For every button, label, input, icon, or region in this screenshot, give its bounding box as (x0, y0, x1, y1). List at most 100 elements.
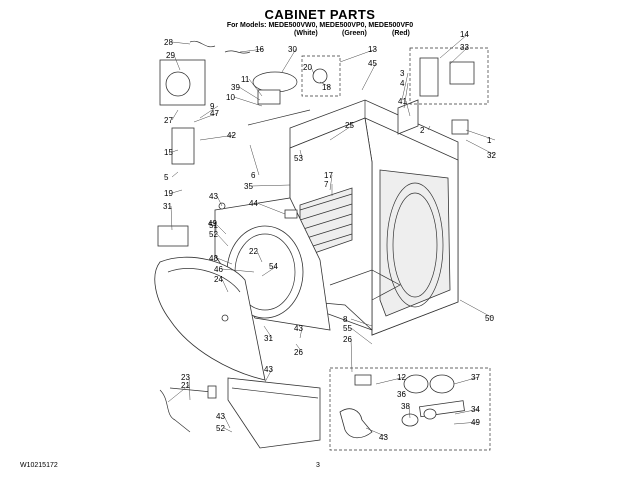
callout-leader-42 (199, 134, 236, 141)
callout-44: 44 (249, 199, 258, 208)
callout-20: 20 (303, 63, 312, 72)
callout-24: 24 (214, 275, 223, 284)
callout-6: 6 (251, 171, 256, 180)
callout-52: 52 (216, 424, 225, 433)
callout-leader-26 (350, 338, 353, 373)
callout-55: 55 (343, 324, 352, 333)
callout-9: 9 (210, 102, 215, 111)
callout-32: 32 (487, 151, 496, 160)
callout-13: 13 (368, 45, 377, 54)
callout-17: 17 (324, 171, 333, 180)
callout-7: 7 (324, 180, 329, 189)
callout-leader-31 (263, 325, 273, 339)
callout-leader-50 (459, 299, 494, 319)
callout-28: 28 (164, 38, 173, 47)
callout-leader-26 (295, 343, 303, 353)
callout-leader-1 (465, 129, 496, 141)
callout-53: 53 (294, 154, 303, 163)
model-list: For Models: MEDE500VW0, MEDE500VP0, MEDE… (226, 22, 414, 29)
callout-leader-47 (193, 112, 219, 123)
callout-19: 19 (164, 189, 173, 198)
callout-leader-11 (248, 78, 263, 97)
document-number: W10215172 (20, 462, 58, 469)
top-components (157, 40, 489, 322)
callout-leader-36 (401, 391, 406, 395)
callout-8: 8 (343, 315, 348, 324)
callout-leader-44 (256, 202, 286, 215)
color-green: (Green) (342, 30, 367, 37)
callout-41: 41 (398, 97, 407, 106)
callout-37: 37 (471, 373, 480, 382)
callout-3: 3 (400, 69, 405, 78)
callout-2: 2 (420, 126, 425, 135)
callout-leader-28 (171, 41, 191, 45)
callout-leader-30 (281, 48, 297, 73)
callout-leader-53 (299, 149, 303, 159)
callout-38: 38 (401, 402, 410, 411)
callout-36: 36 (397, 390, 406, 399)
callout-leader-48 (216, 257, 233, 265)
callout-4: 4 (400, 79, 405, 88)
callout-42: 42 (227, 131, 236, 140)
page-title: CABINET PARTS (264, 7, 376, 22)
toe-panel (227, 377, 321, 449)
callout-12: 12 (397, 373, 406, 382)
callout-30: 30 (288, 45, 297, 54)
callout-49: 49 (208, 219, 217, 228)
callout-34: 34 (471, 405, 480, 414)
callout-leader-27 (171, 109, 179, 121)
callout-50: 50 (485, 314, 494, 323)
callout-leader-21 (167, 384, 190, 403)
callout-16: 16 (255, 45, 264, 54)
callout-leader-38 (408, 405, 411, 419)
callout-49: 49 (471, 418, 480, 427)
callout-23: 23 (181, 373, 190, 382)
callout-51: 51 (209, 221, 218, 230)
callout-5: 5 (164, 173, 169, 182)
callout-leader-33 (449, 46, 469, 65)
callout-21: 21 (181, 381, 190, 390)
callout-48: 48 (209, 254, 218, 263)
color-white: (White) (294, 30, 318, 37)
callout-leader-55 (350, 327, 373, 345)
callout-leader-43 (216, 195, 223, 207)
callout-1: 1 (487, 136, 492, 145)
callout-leader-46 (221, 268, 255, 273)
callout-45: 45 (368, 59, 377, 68)
callout-46: 46 (214, 265, 223, 274)
callout-leader-54 (261, 265, 278, 277)
color-red: (Red) (392, 30, 410, 37)
callout-43: 43 (216, 412, 225, 421)
callout-leader-22 (256, 250, 263, 263)
callout-10: 10 (226, 93, 235, 102)
door-shell (154, 256, 266, 381)
callout-11: 11 (241, 75, 250, 84)
callout-54: 54 (269, 262, 278, 271)
callout-43: 43 (264, 365, 273, 374)
callout-leader-3 (401, 72, 409, 101)
callout-leader-52 (223, 427, 233, 433)
cabinet-body (289, 99, 459, 336)
callout-leader-24 (221, 278, 229, 293)
callout-leader-43 (299, 327, 303, 339)
callout-leader-4 (403, 82, 409, 109)
callout-31: 31 (163, 202, 172, 211)
callout-leader-49 (453, 421, 480, 425)
callout-leader-29 (173, 54, 181, 71)
callout-leader-8 (350, 318, 373, 327)
callout-leader-6 (249, 144, 260, 176)
callout-43: 43 (294, 324, 303, 333)
callout-leader-39 (238, 86, 261, 101)
callout-25: 25 (345, 121, 354, 130)
inset-parts-kit (329, 367, 491, 451)
callout-33: 33 (460, 43, 469, 52)
callout-leader-18 (319, 81, 331, 88)
callout-26: 26 (294, 348, 303, 357)
callout-leader-17 (329, 174, 333, 191)
callout-31: 31 (264, 334, 273, 343)
callout-leader-5 (171, 171, 179, 178)
callout-leader-25 (329, 124, 354, 141)
callout-18: 18 (322, 83, 331, 92)
